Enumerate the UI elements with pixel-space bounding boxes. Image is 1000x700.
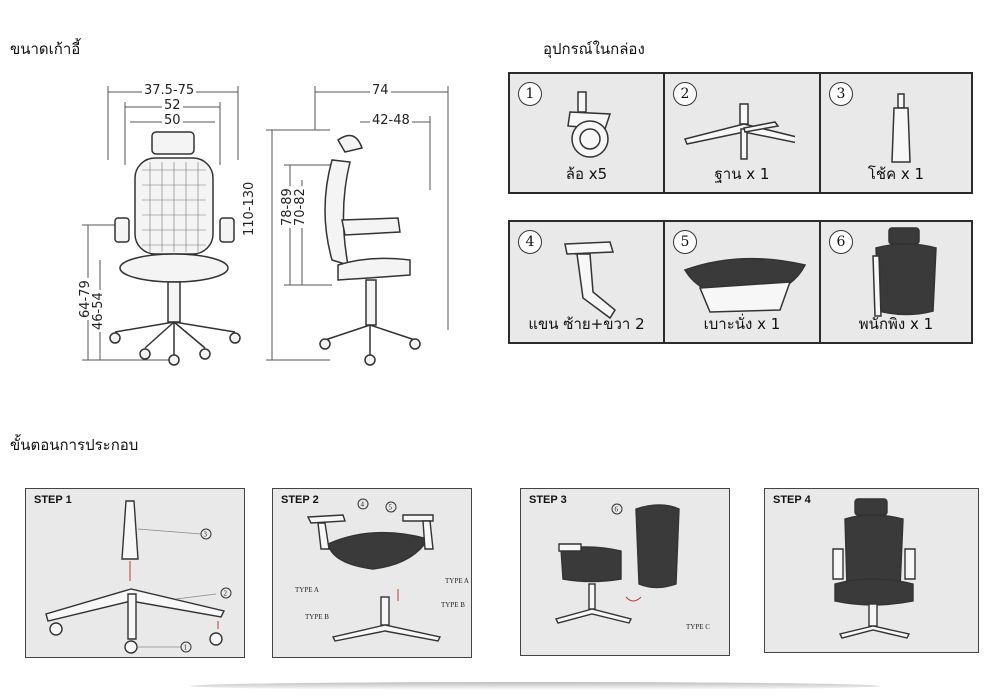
- step-3-callout-6: 6: [615, 506, 619, 514]
- dim-front-width-outer: 37.5-75: [142, 83, 197, 98]
- step-2-panel: STEP 2 4 5 TYPE A TYPE B TYPE A TYPE B: [272, 488, 472, 658]
- step-3-callout-type-c: TYPE C: [686, 623, 710, 631]
- armrest-icon: [564, 241, 616, 320]
- part-label: แขน ซ้าย+ขวา 2: [528, 315, 645, 333]
- decorative-bottom-shadow: [190, 682, 880, 690]
- step-2-callout-5: 5: [389, 504, 393, 512]
- part-number: 5: [673, 230, 697, 254]
- step-title: STEP 1: [34, 494, 72, 506]
- front-chair-illustration: [109, 131, 241, 366]
- step-2-callout-type-a-left: TYPE A: [295, 586, 319, 594]
- assembly-title: ขั้นตอนการประกอบ: [10, 436, 139, 454]
- caster-wheel-icon: [567, 91, 612, 158]
- part-label: โช้ค x 1: [867, 165, 925, 183]
- box-contents-grid: 1 ล้อ x5 2 ฐาน x 1 3: [505, 70, 975, 350]
- seat-cushion-icon: [683, 257, 807, 313]
- dim-height-back-b: 70-82: [293, 186, 308, 228]
- dim-front-width-mid: 52: [162, 98, 183, 113]
- step-1-illustration: 3 2 1: [45, 500, 232, 654]
- part-box-1: 1 ล้อ x5: [508, 72, 665, 194]
- step-4-illustration: [832, 498, 916, 639]
- step-2-illustration: 4 5 TYPE A TYPE B TYPE A TYPE B: [295, 498, 469, 642]
- step-title: STEP 3: [529, 494, 567, 506]
- backrest-icon: [872, 227, 937, 317]
- dim-side-depth-outer: 74: [370, 83, 391, 98]
- part-box-4: 4 แขน ซ้าย+ขวา 2: [508, 220, 665, 344]
- dim-height-seat: 46-54: [91, 290, 106, 332]
- part-number: 6: [829, 230, 853, 254]
- step-2-callout-type-b-right: TYPE B: [441, 601, 465, 609]
- step-1-panel: STEP 1 3 2 1: [25, 488, 245, 658]
- step-title: STEP 2: [281, 494, 319, 506]
- chair-dimensions-diagram: 37.5-75 52 50 74 42-48 110-130 78-89 70-…: [70, 70, 470, 380]
- step-1-callout-2: 2: [224, 590, 228, 598]
- step-2-callout-4: 4: [361, 501, 365, 509]
- step-1-callout-1: 1: [184, 644, 188, 652]
- part-number: 4: [518, 230, 542, 254]
- step-2-callout-type-b-left: TYPE B: [305, 613, 329, 621]
- dim-side-depth-inner: 42-48: [370, 113, 412, 128]
- dim-front-width-inner: 50: [162, 113, 183, 128]
- box-contents-title: อุปกรณ์ในกล่อง: [543, 40, 645, 58]
- part-label: ล้อ x5: [565, 165, 608, 183]
- step-3-illustration: 6 TYPE C: [554, 503, 710, 631]
- part-label: ฐาน x 1: [714, 165, 770, 183]
- side-chair-illustration: [319, 134, 421, 366]
- step-4-panel: STEP 4: [764, 488, 979, 653]
- part-box-3: 3 โช้ค x 1: [819, 72, 973, 194]
- step-1-callout-3: 3: [204, 531, 208, 539]
- part-box-5: 5 เบาะนั่ง x 1: [663, 220, 821, 344]
- part-box-2: 2 ฐาน x 1: [663, 72, 821, 194]
- part-number: 2: [673, 82, 697, 106]
- dim-height-total: 110-130: [242, 179, 257, 238]
- chair-dimension-drawing: [82, 86, 449, 366]
- part-label: พนักพิง x 1: [858, 315, 934, 333]
- step-3-panel: STEP 3 6 TYPE C: [520, 488, 730, 656]
- chair-base-icon: [683, 103, 795, 160]
- step-2-callout-type-a-right: TYPE A: [445, 577, 469, 585]
- part-number: 3: [829, 82, 853, 106]
- gas-cylinder-icon: [891, 93, 911, 163]
- step-title: STEP 4: [773, 494, 811, 506]
- dimensions-title: ขนาดเก้าอี้: [10, 40, 81, 58]
- part-box-6: 6 พนักพิง x 1: [819, 220, 973, 344]
- part-number: 1: [518, 82, 542, 106]
- part-label: เบาะนั่ง x 1: [703, 315, 781, 333]
